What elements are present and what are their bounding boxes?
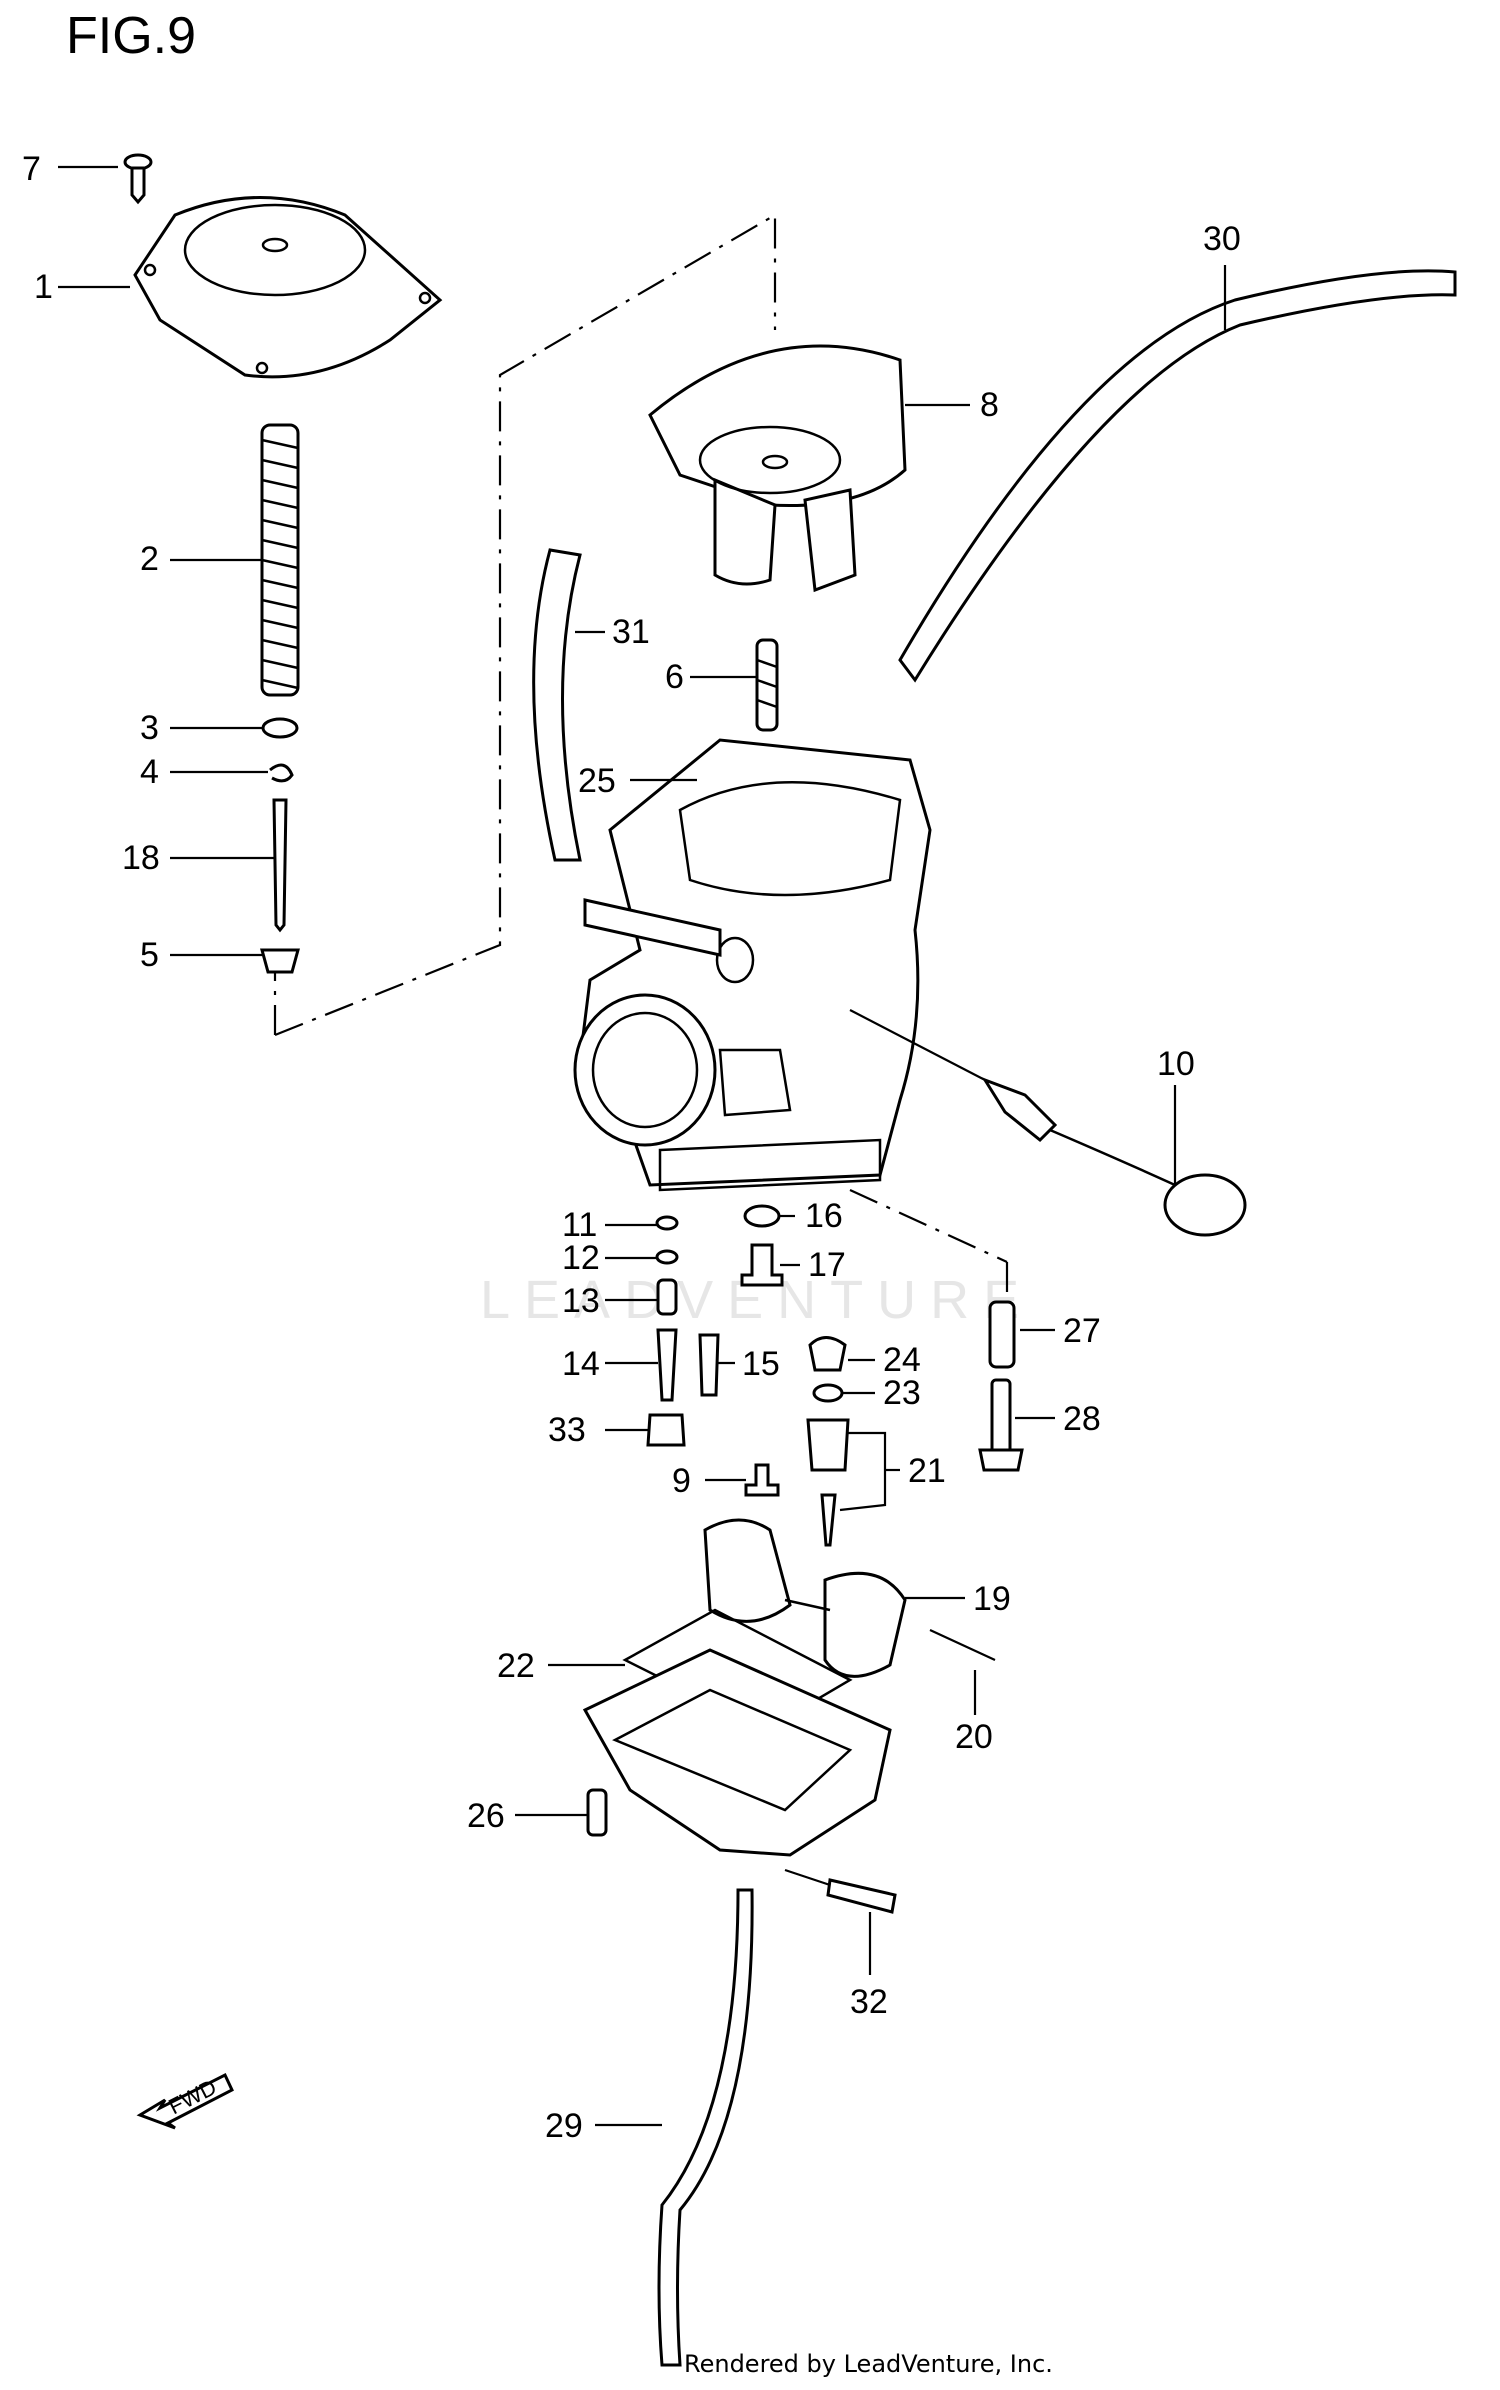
washer-part-12 [655, 1249, 679, 1265]
callout-22: 22 [497, 1647, 535, 1685]
callout-28: 28 [1063, 1400, 1101, 1438]
callout-10: 10 [1157, 1045, 1195, 1083]
callout-12: 12 [562, 1239, 600, 1277]
cap-part-24 [808, 1336, 847, 1372]
callout-labels: 7 1 2 3 4 18 5 8 30 31 6 25 10 11 12 13 … [22, 150, 1241, 2145]
callout-25: 25 [578, 762, 616, 800]
callout-29: 29 [545, 2107, 583, 2145]
fwd-label: FWD [164, 2074, 220, 2119]
callout-5: 5 [140, 936, 159, 974]
drain-screw-part-32 [784, 1868, 897, 1914]
jet-part-14 [656, 1328, 678, 1402]
needle-valve-part-21 [820, 1493, 837, 1547]
callout-32: 32 [850, 1983, 888, 2021]
callout-6: 6 [665, 658, 684, 696]
fwd-arrow-icon: FWD [136, 2072, 234, 2130]
callout-24: 24 [883, 1341, 921, 1379]
leader-lines [58, 165, 1227, 2127]
jet-part-15 [698, 1333, 720, 1397]
footer-credit: Rendered by LeadVenture, Inc. [684, 2350, 1053, 2378]
callout-2: 2 [140, 540, 159, 578]
callout-15: 15 [742, 1345, 780, 1383]
spring-part-13 [656, 1278, 678, 1316]
screw-part-28 [978, 1378, 1024, 1472]
washer-part-11 [655, 1215, 679, 1231]
figure-title: FIG.9 [66, 7, 197, 65]
assembly-line-idle [849, 1189, 1008, 1263]
screw-part-26 [586, 1788, 608, 1837]
carburetor-body [573, 738, 932, 1192]
screw-part-9 [744, 1463, 780, 1497]
o-ring-part-23 [812, 1383, 844, 1403]
washer-part-3 [261, 717, 299, 739]
callout-33: 33 [548, 1411, 586, 1449]
callout-31: 31 [612, 613, 650, 651]
hose-part-31 [532, 548, 582, 862]
diaphragm-piston-part-8 [648, 344, 907, 593]
callout-30: 30 [1203, 220, 1241, 258]
callout-4: 4 [140, 753, 159, 791]
float-chamber [582, 1648, 892, 1857]
valve-seat-part-21 [806, 1418, 850, 1472]
callout-11: 11 [562, 1206, 597, 1244]
hose-part-30 [898, 269, 1457, 683]
callout-19: 19 [973, 1580, 1011, 1618]
screw-part-17 [740, 1243, 784, 1287]
pin-part-20 [929, 1629, 996, 1661]
callout-14: 14 [562, 1345, 600, 1383]
float-part-19 [703, 1518, 907, 1678]
screw-part-7 [123, 153, 153, 205]
clip-part-4 [269, 763, 294, 783]
cable-part-10 [849, 1009, 1247, 1237]
callout-21: 21 [908, 1452, 946, 1490]
callout-23: 23 [883, 1374, 921, 1412]
hose-part-29 [657, 1888, 754, 2367]
spring-part-27 [988, 1300, 1016, 1369]
o-ring-part-16 [743, 1204, 781, 1228]
jet-needle-part-18 [272, 798, 288, 933]
callout-9: 9 [672, 1462, 691, 1500]
callout-27: 27 [1063, 1312, 1101, 1350]
holder-part-5 [260, 948, 300, 974]
screw-part-6 [755, 638, 779, 732]
top-cap-part-1 [133, 196, 443, 379]
callout-8: 8 [980, 386, 999, 424]
callout-18: 18 [122, 839, 160, 877]
assembly-line-needle [274, 213, 777, 1037]
callout-7: 7 [22, 150, 41, 188]
spring-part-2 [260, 423, 300, 697]
callout-13: 13 [562, 1282, 600, 1320]
callout-26: 26 [467, 1797, 505, 1835]
callout-17: 17 [808, 1246, 846, 1284]
callout-16: 16 [805, 1197, 843, 1235]
callout-1: 1 [34, 268, 53, 306]
callout-3: 3 [140, 709, 159, 747]
cap-part-33 [646, 1413, 686, 1447]
callout-20: 20 [955, 1718, 993, 1756]
